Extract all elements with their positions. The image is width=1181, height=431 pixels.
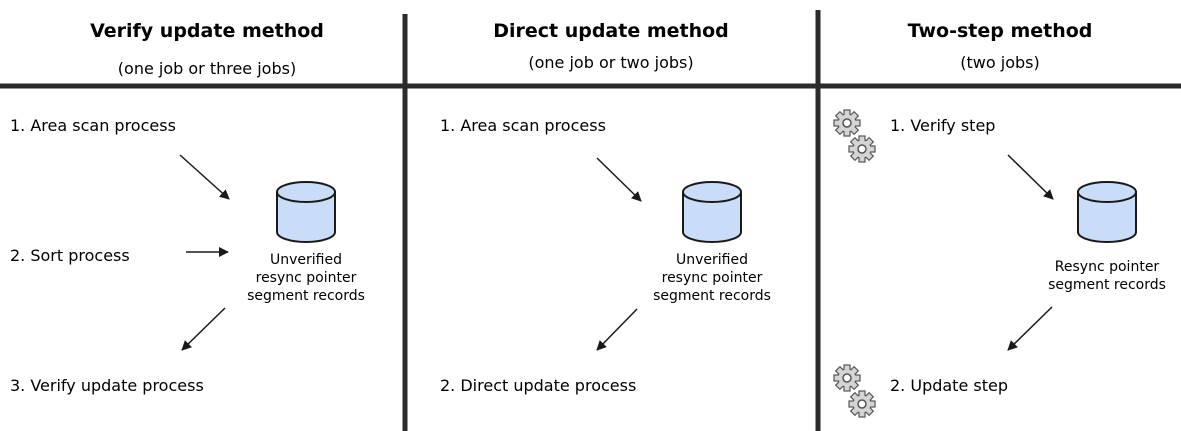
column-title: Two-step method [908, 20, 1093, 42]
step-label: 1. Area scan process [10, 116, 176, 135]
database-label: segment records [247, 288, 365, 304]
column-subtitle: (two jobs) [960, 53, 1039, 72]
column-subtitle: (one job or three jobs) [118, 59, 296, 78]
database-label: Unverified [270, 252, 342, 268]
database-icon [1077, 181, 1137, 243]
step-label: 2. Update step [890, 376, 1008, 395]
column-title: Verify update method [90, 20, 324, 42]
step-label: 1. Verify step [890, 116, 995, 135]
database-icon [682, 181, 742, 243]
arrow [181, 307, 226, 351]
arrow [1007, 154, 1054, 200]
step-label: 2. Sort process [10, 246, 130, 265]
column-subtitle: (one job or two jobs) [528, 53, 693, 72]
column-verify-update: Verify update method (one job or three j… [10, 20, 365, 395]
gears-icon [833, 364, 876, 418]
database-label: resync pointer [662, 270, 763, 286]
database-icon [276, 181, 336, 243]
database-label: Unverified [676, 252, 748, 268]
arrow [596, 157, 642, 202]
arrow [1007, 306, 1053, 351]
arrow [596, 308, 638, 351]
column-title: Direct update method [493, 20, 729, 42]
column-direct-update: Direct update method (one job or two job… [440, 20, 771, 395]
step-label: 3. Verify update process [10, 376, 204, 395]
database-label: Resync pointer [1055, 259, 1160, 275]
column-two-step: Two-step method (two jobs) 1. Verify ste… [833, 20, 1166, 418]
arrow [179, 154, 230, 200]
database-label: segment records [653, 288, 771, 304]
step-label: 2. Direct update process [440, 376, 636, 395]
gears-icon [833, 109, 876, 163]
step-label: 1. Area scan process [440, 116, 606, 135]
database-label: segment records [1048, 277, 1166, 293]
database-label: resync pointer [256, 270, 357, 286]
